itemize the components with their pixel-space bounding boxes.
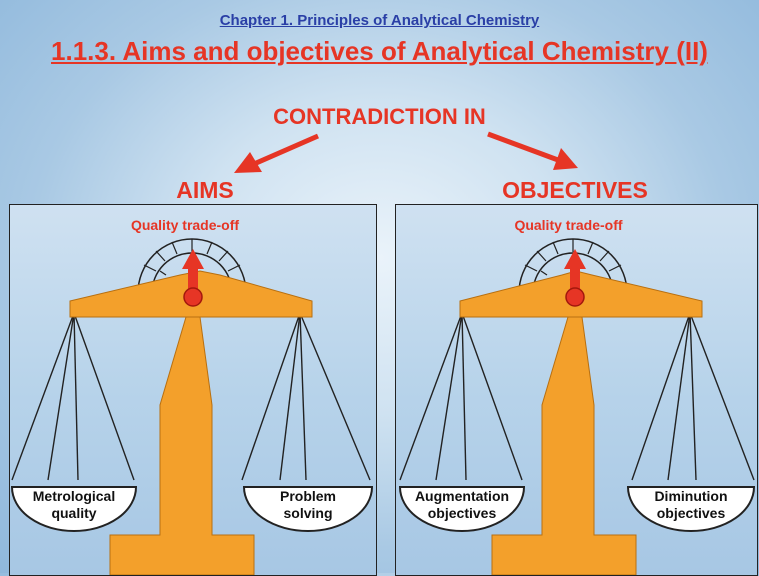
left-pan-label: Augmentation objectives [414,488,510,521]
scale-pillar [109,316,255,575]
right-arrow-icon [487,131,578,170]
contradiction-label: CONTRADICTION IN [273,104,486,129]
left-pan [10,486,138,532]
aims-scale-drawing [10,238,374,575]
needle-arrow-icon [182,249,204,307]
aims-heading: AIMS [176,177,234,203]
scale-pillar [491,316,637,575]
right-pan-label: Diminution objectives [654,488,728,521]
objectives-heading: OBJECTIVES [502,177,648,203]
needle-arrow-icon [564,249,586,307]
tradeoff-label: Quality trade-off [514,217,623,233]
contradiction-arrows [234,131,578,173]
aims-panel: Quality trade-off Metrological quality P… [9,204,377,576]
right-pan [242,486,374,532]
tradeoff-label: Quality trade-off [130,217,240,233]
chapter-heading: Chapter 1. Principles of Analytical Chem… [219,12,540,29]
left-arrow-icon [234,133,320,173]
left-pan [398,486,526,532]
right-pan-label: Problem solving [279,488,336,521]
objectives-scale-drawing [398,238,756,575]
objectives-panel: Quality trade-off Augmentation objective… [395,204,758,576]
right-pan [626,486,756,532]
slide-title: 1.1.3. Aims and objectives of Analytical… [51,36,708,66]
left-pan-label: Metrological quality [32,488,116,521]
